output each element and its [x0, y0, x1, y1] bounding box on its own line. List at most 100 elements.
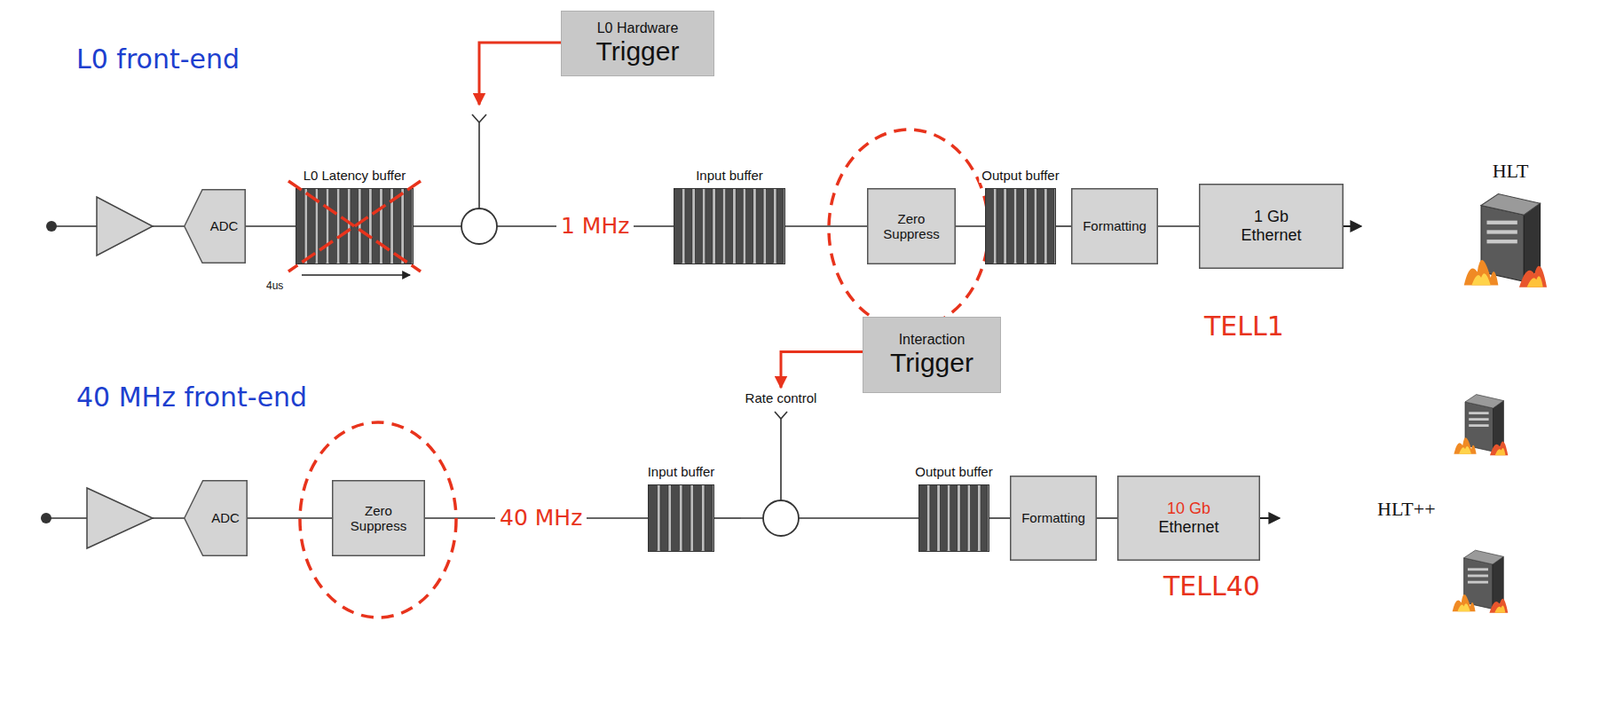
removed-cross — [288, 181, 421, 272]
connector — [780, 352, 863, 388]
node-text: Zero Suppress — [337, 503, 420, 535]
node-text: Interaction — [898, 331, 966, 348]
buffer-cell — [960, 486, 968, 552]
buffer-cell — [986, 189, 994, 264]
buffer-cell — [930, 486, 938, 552]
buffer-outline — [919, 485, 990, 552]
process-box: Zero Suppress — [866, 188, 956, 265]
node-text: Formatting — [1021, 510, 1086, 526]
trigger-box: InteractionTrigger — [862, 316, 1001, 394]
buffer-cell — [705, 189, 713, 264]
amplifier-symbol — [96, 197, 153, 256]
section-title: 40 MHz front-end — [76, 382, 308, 414]
node-content: 1 Gb Ethernet — [1198, 183, 1344, 269]
box-outline — [1071, 189, 1159, 265]
node-text: L0 Hardware — [597, 20, 679, 37]
wire — [152, 225, 185, 228]
buffer-block-outline — [647, 484, 715, 552]
buffer-heading: Output buffer — [978, 167, 1062, 183]
box-outline — [1010, 476, 1097, 561]
node-content: ADC — [183, 480, 248, 557]
control-stem — [780, 418, 782, 501]
box-outline — [867, 189, 956, 265]
buffer-cell — [660, 486, 669, 552]
output-arrow — [1260, 517, 1280, 520]
buffer-cell — [361, 189, 370, 264]
switch-symbol — [461, 208, 497, 245]
buffer-heading: Output buffer — [912, 464, 995, 480]
box-outline — [332, 480, 426, 557]
buffer-cell — [996, 189, 1004, 264]
amplifier-symbol — [86, 488, 153, 549]
node-text: 10 Gb — [1166, 499, 1211, 519]
node-content: ADC — [183, 189, 246, 264]
box-outline — [1199, 184, 1344, 269]
buffer-block-outline — [295, 188, 414, 265]
buffer-block: Output buffer — [918, 484, 990, 552]
node-text: Trigger — [596, 36, 680, 68]
rate-control-switch-outline — [740, 390, 821, 536]
rate-label: 1 MHz — [556, 213, 634, 240]
node-content: Zero Suppress — [331, 480, 426, 557]
output-arrow — [1341, 225, 1362, 228]
buffer-heading: Input buffer — [693, 167, 766, 183]
buffer-cell — [382, 189, 391, 264]
farm-label: HLT — [1492, 159, 1530, 182]
buffer-block-outline — [673, 188, 786, 265]
trigger-box: L0 HardwareTrigger — [560, 10, 715, 77]
buffer-outline — [985, 189, 1057, 265]
switch-symbol — [763, 500, 799, 536]
highlight-ellipse — [299, 422, 457, 618]
connector — [413, 225, 674, 228]
switch-heading: Rate control — [745, 390, 818, 406]
buffer-cell — [1026, 189, 1034, 264]
buffer-outline — [674, 189, 786, 265]
buffer-cell — [950, 486, 958, 552]
buffer-cell — [725, 189, 734, 264]
buffer-block: Input buffer — [647, 484, 715, 552]
buffer-cell — [1006, 189, 1014, 264]
buffer-block: Output buffer — [985, 188, 1057, 265]
control-fork — [780, 411, 788, 419]
buffer-cell — [746, 189, 754, 264]
buffer-cell — [693, 486, 702, 552]
buffer-block: L0 Latency buffer — [295, 188, 414, 265]
connector — [989, 517, 1010, 520]
buffer-cell — [735, 189, 743, 264]
buffer-cell — [329, 189, 338, 264]
buffer-block: Input buffer — [673, 188, 786, 265]
connector — [1096, 517, 1118, 520]
connector — [785, 225, 867, 228]
node-content: Zero Suppress — [866, 188, 956, 265]
server-icon — [1464, 194, 1547, 288]
trigger-arrow — [479, 42, 561, 105]
buffer-cell — [403, 189, 412, 264]
connector — [714, 517, 741, 520]
node-content: Formatting — [1071, 188, 1159, 265]
section-title: L0 front-end — [76, 44, 240, 76]
node-content: L0 HardwareTrigger — [560, 10, 715, 77]
trigger-outline — [863, 317, 1001, 394]
node-text: Formatting — [1082, 218, 1147, 234]
board-name: TELL40 — [1163, 571, 1261, 603]
process-box: Zero Suppress — [331, 480, 426, 557]
board-name: TELL1 — [1204, 311, 1285, 343]
buffer-cell — [970, 486, 978, 552]
buffer-cell — [776, 189, 784, 264]
buffer-cell — [339, 189, 348, 264]
node-text: Trigger — [890, 347, 974, 379]
process-box: 10 GbEthernet — [1117, 475, 1261, 561]
node-content: Rate control — [740, 390, 821, 536]
node-content: InteractionTrigger — [862, 316, 1001, 394]
node-text: ADC — [210, 218, 239, 234]
buffer-cell — [715, 189, 723, 264]
rate-label: 40 MHz — [495, 505, 587, 532]
buffer-cell — [685, 189, 693, 264]
process-box: Formatting — [1071, 188, 1159, 265]
farm-label: HLT++ — [1377, 497, 1436, 521]
buffer-heading: Input buffer — [645, 464, 718, 480]
buffer-cell — [1047, 189, 1055, 264]
connector — [955, 225, 986, 228]
wire — [46, 517, 87, 520]
node-text: Zero Suppress — [872, 211, 951, 243]
